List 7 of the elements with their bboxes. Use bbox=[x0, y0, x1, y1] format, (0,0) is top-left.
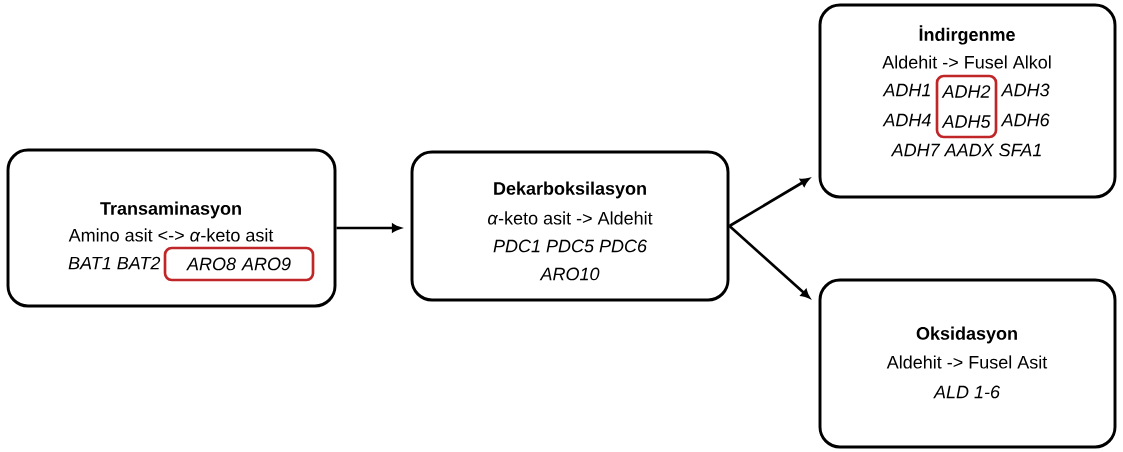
highlight-box: ARO8 ARO9 bbox=[163, 246, 315, 282]
highlight-box: ADH2 ADH5 bbox=[935, 74, 998, 139]
process-box: Oksidasyon Aldehit -> Fusel Asit ALD 1-6 bbox=[818, 278, 1117, 449]
arrow bbox=[728, 177, 810, 228]
arrow bbox=[336, 223, 401, 233]
process-box: Dekarboksilasyon α-keto asit -> Aldehit PDC1 PDC5 PDC6 ARO10 bbox=[410, 150, 730, 302]
arrow bbox=[728, 225, 810, 299]
